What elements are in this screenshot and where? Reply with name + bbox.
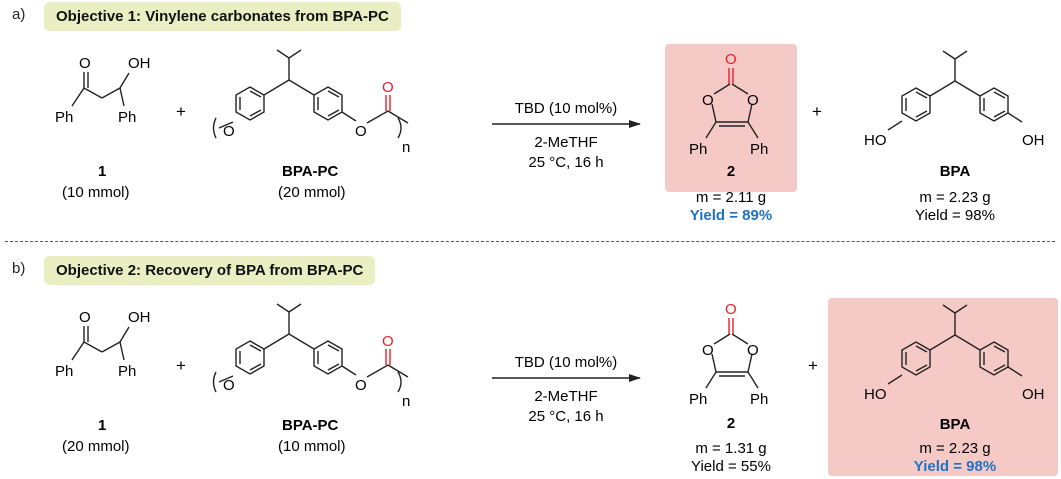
plus-1-a: + — [176, 102, 186, 121]
bpa-ho-a: HO — [864, 132, 887, 149]
conditions-catalyst-a: TBD (10 mol%) — [515, 100, 618, 117]
product-bpa-label-b: BPA — [940, 416, 971, 433]
bpa-pc-structure-b — [212, 303, 409, 393]
reagent-1-label-b: 1 — [98, 417, 106, 434]
product-2-highlight-box — [665, 44, 797, 192]
benzoin-carbonyl-o-b: O — [79, 309, 91, 326]
plus-1-b: + — [176, 356, 186, 375]
bpa-structure-a — [887, 50, 1023, 131]
bpa-pc-o-left-b: O — [223, 377, 235, 394]
bpa-oh-a: OH — [1022, 132, 1045, 149]
vc-ph-left-a: Ph — [689, 141, 707, 158]
bpa-pc-carbonyl-o-a: O — [382, 79, 394, 96]
bpa-pc-structure-a — [212, 49, 409, 139]
vc-ring-o-right-b: O — [747, 342, 759, 359]
conditions-temp-time-a: 25 °C, 16 h — [528, 154, 603, 171]
product-2-label-a: 2 — [727, 163, 735, 180]
conditions-catalyst-b: TBD (10 mol%) — [515, 354, 618, 371]
bpa-highlight-box — [828, 298, 1058, 476]
vc-ph-right-b: Ph — [750, 391, 768, 408]
product-bpa-mass-a: m = 2.23 g — [919, 189, 990, 206]
product-2-yield-a: Yield = 89% — [690, 207, 772, 224]
conditions-temp-time-b: 25 °C, 16 h — [528, 408, 603, 425]
product-bpa-mass-b: m = 2.23 g — [919, 440, 990, 457]
bpa-pc-carbonyl-o-b: O — [382, 333, 394, 350]
panel-b-scheme: O OH Ph Ph 1 (20 mmol) + — [55, 301, 1045, 475]
reagent-2-amount-b: (10 mmol) — [278, 438, 346, 455]
vc-ring-o-right-a: O — [747, 92, 759, 109]
reagent-1-label-a: 1 — [98, 163, 106, 180]
plus-2-a: + — [812, 102, 822, 121]
product-bpa-label-a: BPA — [940, 163, 971, 180]
bpa-pc-repeat-n-b: n — [402, 393, 410, 410]
bpa-pc-repeat-n-a: n — [402, 139, 410, 156]
panel-b-letter: b) — [12, 260, 26, 277]
objective-2-banner: Objective 2: Recovery of BPA from BPA-PC — [44, 256, 376, 285]
objective-1-banner: Objective 1: Vinylene carbonates from BP… — [44, 2, 401, 31]
product-2-mass-b: m = 1.31 g — [695, 440, 766, 457]
benzoin-carbonyl-o-a: O — [79, 55, 91, 72]
bpa-pc-o-right-a: O — [355, 123, 367, 140]
bpa-ho-b: HO — [864, 386, 887, 403]
product-2-yield-b: Yield = 55% — [691, 458, 771, 475]
plus-2-b: + — [808, 356, 818, 375]
reagent-2-label-a: BPA-PC — [282, 163, 339, 180]
bpa-pc-o-left-a: O — [223, 123, 235, 140]
vinylene-carbonate-structure-b — [705, 333, 759, 389]
bpa-oh-b: OH — [1022, 386, 1045, 403]
benzoin-oh-b: OH — [128, 309, 151, 326]
benzoin-ph-left-b: Ph — [55, 363, 73, 380]
vc-ring-o-left-a: O — [702, 92, 714, 109]
benzoin-structure-b — [71, 326, 130, 361]
reagent-1-amount-b: (20 mmol) — [62, 438, 130, 455]
benzoin-structure-a — [71, 72, 130, 107]
panel-divider — [5, 241, 1055, 242]
reagent-2-amount-a: (20 mmol) — [278, 184, 346, 201]
benzoin-ph-right-a: Ph — [118, 109, 136, 126]
product-bpa-yield-a: Yield = 98% — [915, 207, 995, 224]
reagent-1-amount-a: (10 mmol) — [62, 184, 130, 201]
conditions-solvent-a: 2-MeTHF — [534, 134, 597, 151]
product-bpa-yield-b: Yield = 98% — [914, 458, 996, 475]
panel-a-scheme: O OH Ph Ph 1 (10 mmol) + — [55, 49, 1045, 224]
panel-a-letter: a) — [12, 6, 26, 23]
product-2-label-b: 2 — [727, 415, 735, 432]
product-2-mass-a: m = 2.11 g — [696, 189, 766, 206]
conditions-solvent-b: 2-MeTHF — [534, 388, 597, 405]
reagent-2-label-b: BPA-PC — [282, 417, 339, 434]
vc-ring-o-left-b: O — [702, 342, 714, 359]
vc-ph-left-b: Ph — [689, 391, 707, 408]
bpa-pc-o-right-b: O — [355, 377, 367, 394]
vinylene-carbonate-structure-a — [705, 83, 759, 139]
vc-carbonyl-o-b: O — [725, 301, 737, 318]
benzoin-ph-left-a: Ph — [55, 109, 73, 126]
benzoin-oh-a: OH — [128, 55, 151, 72]
benzoin-ph-right-b: Ph — [118, 363, 136, 380]
bpa-structure-b — [887, 304, 1023, 385]
vc-carbonyl-o-a: O — [725, 51, 737, 68]
vc-ph-right-a: Ph — [750, 141, 768, 158]
